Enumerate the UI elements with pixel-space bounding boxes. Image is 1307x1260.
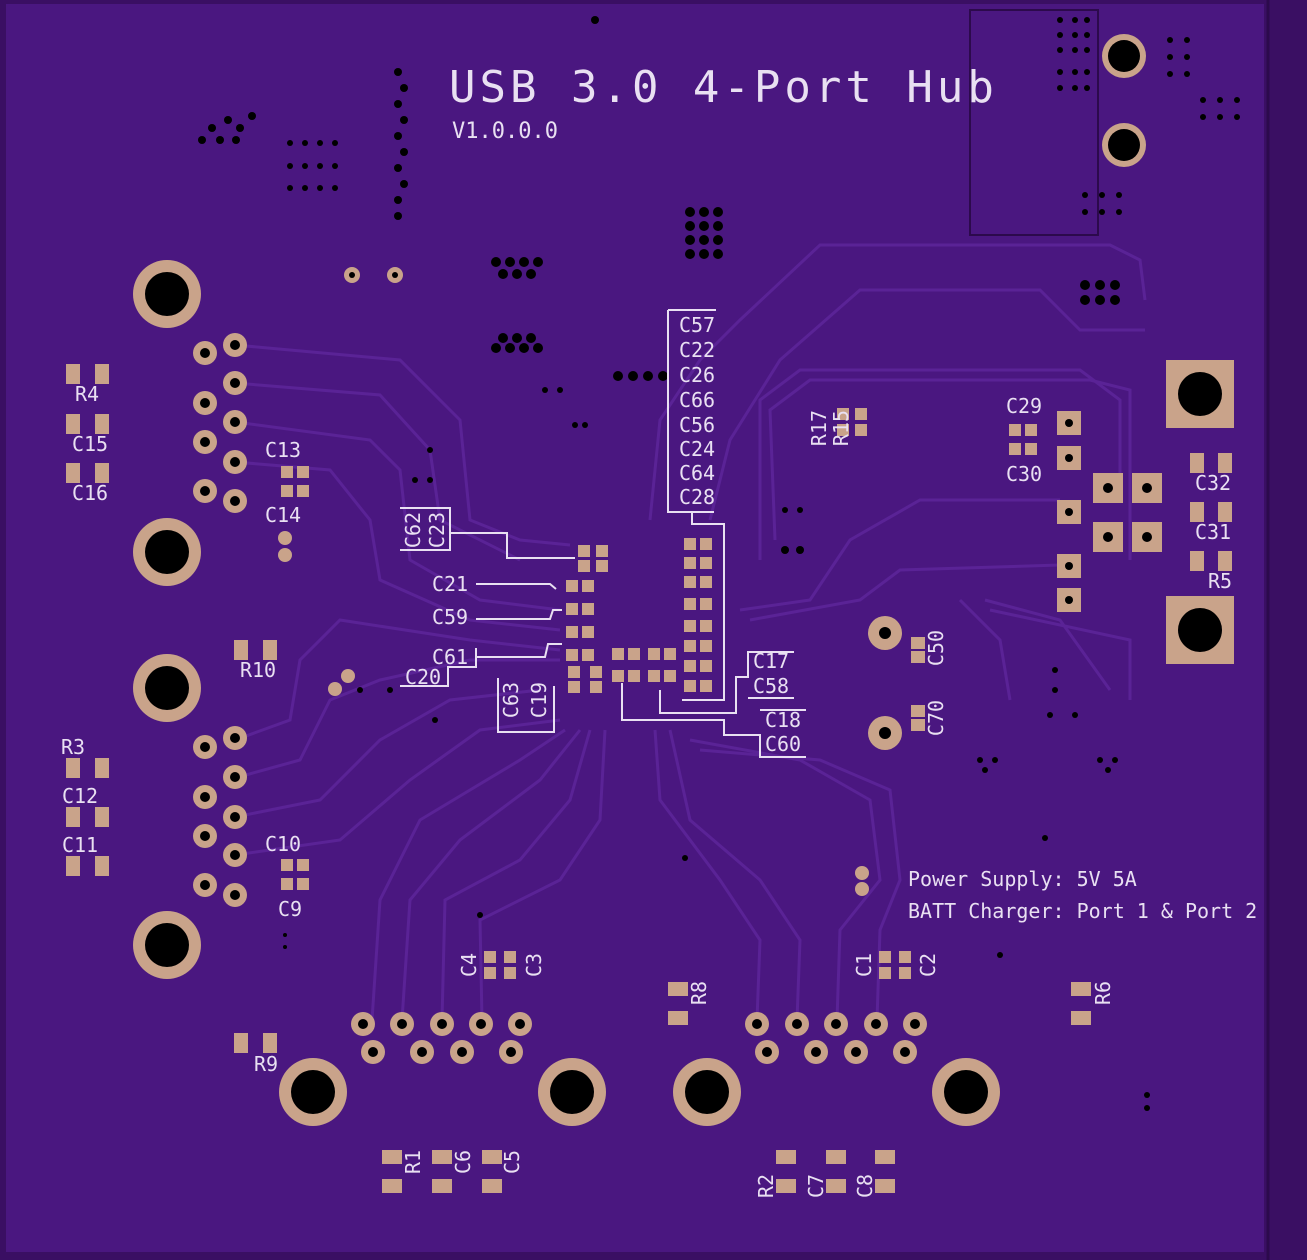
connector-outline [969,9,1099,236]
designator-R17: R17 [807,410,831,446]
designator-R5: R5 [1208,569,1232,593]
designator-C57: C57 [679,313,715,337]
designator-R10: R10 [240,658,276,682]
designator-R6: R6 [1091,981,1115,1005]
designator-C12: C12 [62,784,98,808]
charger-note: BATT Charger: Port 1 & Port 2 [908,899,1257,923]
silk-designators: R4 C15 C16 C13 C14 R10 R3 C12 C11 C10 C9… [61,313,1232,1198]
designator-C1: C1 [852,953,876,977]
designator-C19: C19 [527,682,551,718]
designator-C30: C30 [1006,462,1042,486]
board-version: V1.0.0.0 [452,119,558,144]
designator-C11: C11 [62,833,98,857]
designator-C24: C24 [679,437,715,461]
designator-C20: C20 [405,665,441,689]
designator-C50: C50 [924,630,948,666]
designator-C22: C22 [679,338,715,362]
designator-C6: C6 [451,1150,475,1174]
designator-C3: C3 [522,953,546,977]
designator-C10: C10 [265,832,301,856]
designator-R8: R8 [687,981,711,1005]
designator-C14: C14 [265,503,301,527]
designator-C4: C4 [457,953,481,977]
designator-C59: C59 [432,605,468,629]
designator-C21: C21 [432,572,468,596]
connector-pins [193,267,1162,1064]
designator-C13: C13 [265,438,301,462]
title-block: USB 3.0 4-Port Hub V1.0.0.0 Power Supply… [449,62,1257,923]
designator-R15: R15 [829,410,853,446]
designator-R9: R9 [254,1052,278,1076]
mounting-holes [133,34,1234,1126]
designator-C5: C5 [500,1150,524,1174]
designator-C8: C8 [853,1174,877,1198]
designator-R3: R3 [61,735,85,759]
designator-C2: C2 [916,953,940,977]
designator-C60: C60 [765,732,801,756]
designator-C31: C31 [1195,520,1231,544]
designator-C64: C64 [679,461,715,485]
designator-C63: C63 [499,682,523,718]
silk-lines [400,309,806,758]
designator-C70: C70 [924,700,948,736]
board-edge-strip [1264,0,1307,1260]
designator-C23: C23 [425,512,449,548]
board-title: USB 3.0 4-Port Hub [449,62,998,113]
traces [234,243,1147,1021]
designator-C9: C9 [278,897,302,921]
designator-R1: R1 [401,1150,425,1174]
designator-C66: C66 [679,388,715,412]
vias [198,16,1240,1111]
designator-C16: C16 [72,481,108,505]
designator-C18: C18 [765,708,801,732]
designator-C29: C29 [1006,394,1042,418]
designator-C17: C17 [753,649,789,673]
designator-R4: R4 [75,382,99,406]
designator-C56: C56 [679,413,715,437]
designator-C7: C7 [804,1174,828,1198]
designator-C32: C32 [1195,471,1231,495]
designator-C58: C58 [753,674,789,698]
designator-C61: C61 [432,645,468,669]
copper-pour [6,4,1264,1252]
designator-R2: R2 [754,1174,778,1198]
smd-pads [66,364,1232,1193]
power-supply-note: Power Supply: 5V 5A [908,867,1137,891]
designator-C28: C28 [679,485,715,509]
designator-C26: C26 [679,363,715,387]
designator-C62: C62 [401,512,425,548]
designator-C15: C15 [72,432,108,456]
